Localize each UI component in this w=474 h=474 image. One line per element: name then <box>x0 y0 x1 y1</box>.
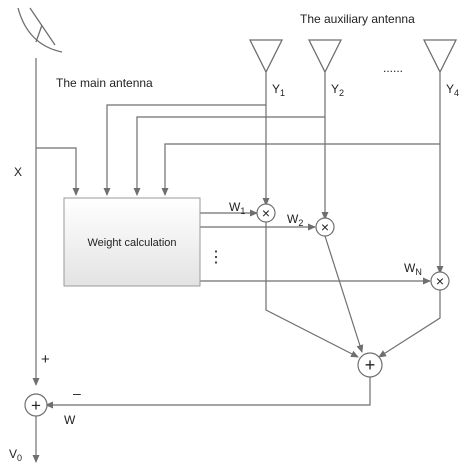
y1-label-main: Y <box>272 82 280 96</box>
y4-label-main: Y <box>446 82 454 96</box>
wn-label-main: W <box>404 261 416 275</box>
final-adder-symbol: + <box>31 396 41 415</box>
auxiliary-antenna-label: The auxiliary antenna <box>300 12 415 26</box>
multiplier-2-symbol: × <box>321 219 329 235</box>
w2-label-sub: 2 <box>298 218 303 228</box>
weight-calculation-label: Weight calculation <box>87 237 176 249</box>
w1-label: W1 <box>229 200 245 216</box>
final-adder: + <box>24 393 48 417</box>
signal-lines <box>32 58 444 463</box>
w1-label-sub: 1 <box>240 206 245 216</box>
v0-label-main: V <box>9 447 17 461</box>
antenna-ellipsis: ...... <box>383 61 403 75</box>
multiplier-n-symbol: × <box>436 273 444 289</box>
x-label: X <box>14 165 22 179</box>
summer: + <box>357 352 383 378</box>
auxiliary-antenna-1-icon <box>248 39 284 74</box>
y1-label: Y1 <box>272 82 285 98</box>
y1-label-sub: 1 <box>280 88 285 98</box>
main-antenna-icon <box>17 7 63 53</box>
wn-label: WN <box>404 261 422 277</box>
minus-label: – <box>73 385 81 401</box>
y2-label-main: Y <box>331 82 339 96</box>
multiplier-n: × <box>430 271 450 291</box>
weights-ellipsis: ⋮ <box>208 249 224 266</box>
main-antenna-label: The main antenna <box>56 76 153 90</box>
w2-label: W2 <box>287 212 303 228</box>
w1-label-main: W <box>229 200 241 214</box>
summer-symbol: + <box>365 355 376 375</box>
w2-label-main: W <box>287 212 299 226</box>
y4-label: Y4 <box>446 82 459 98</box>
plus-label: + <box>41 351 50 368</box>
multiplier-2: × <box>315 217 335 237</box>
v0-label: V0 <box>9 447 22 463</box>
auxiliary-antenna-2-icon <box>307 39 343 74</box>
auxiliary-antenna-4-icon <box>422 39 458 74</box>
y4-label-sub: 4 <box>454 88 459 98</box>
multiplier-1-symbol: × <box>262 205 270 221</box>
multiplier-1: × <box>256 203 276 223</box>
y2-label-sub: 2 <box>339 88 344 98</box>
v0-label-sub: 0 <box>17 453 22 463</box>
weight-calculation-block <box>63 197 201 287</box>
y2-label: Y2 <box>331 82 344 98</box>
w-label: W <box>64 413 76 427</box>
wn-label-sub: N <box>415 267 422 277</box>
